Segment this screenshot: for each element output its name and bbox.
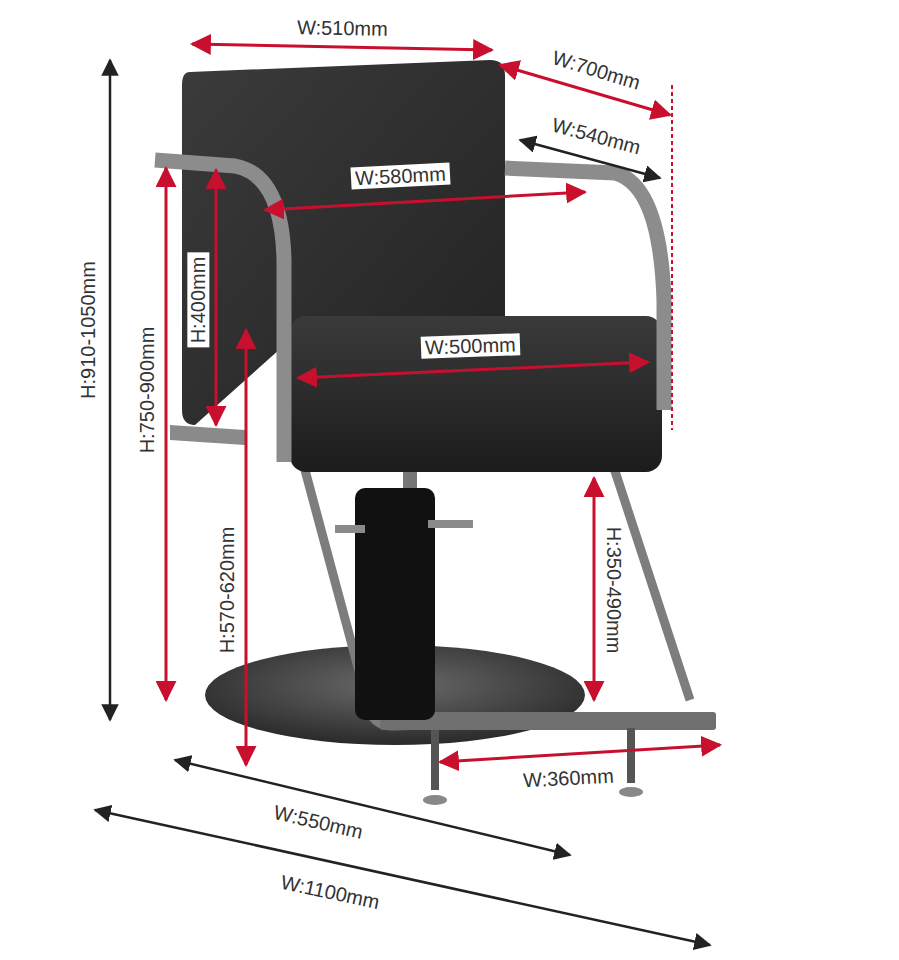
armrest-right [505,168,664,410]
dimension-label: W:360mm [518,764,618,791]
arm-plate [170,425,245,445]
dimension-line [165,168,168,700]
dimension-line [440,745,720,762]
foot-pad [423,795,447,805]
dimension-label: W:700mm [546,45,647,95]
seat-cushion [290,316,662,472]
dimension-label: W:550mm [267,800,368,844]
dimension-label: H:400mm [187,253,209,348]
foot [431,730,439,790]
dimension-line [298,362,648,378]
dimension-line [109,60,112,720]
dimension-line [215,170,218,425]
dimension-label: H:350-490mm [603,523,625,658]
foot [627,728,635,783]
dimension-label: W:540mm [545,113,646,160]
dimension-label: W:510mm [292,16,391,40]
dimension-line [95,810,710,945]
pump-handle [428,520,473,528]
dimension-label: W:1100mm [275,870,386,914]
dimension-label: H:750-900mm [136,323,158,458]
dimension-label: H:570-620mm [216,523,238,658]
dimension-lines [95,44,720,945]
dimension-line [192,44,492,50]
foot-pad [619,787,643,797]
pump-handle [335,525,365,533]
extension-line [671,85,673,430]
footrest-frame [305,470,712,726]
dimension-label: W:500mm [420,333,519,358]
dimension-line [593,478,596,700]
armrest-left [155,160,284,462]
dimension-label: H:910-1050mm [77,257,99,403]
dimension-line [265,192,585,210]
dimension-line [245,330,248,765]
pump-cylinder [355,488,435,720]
